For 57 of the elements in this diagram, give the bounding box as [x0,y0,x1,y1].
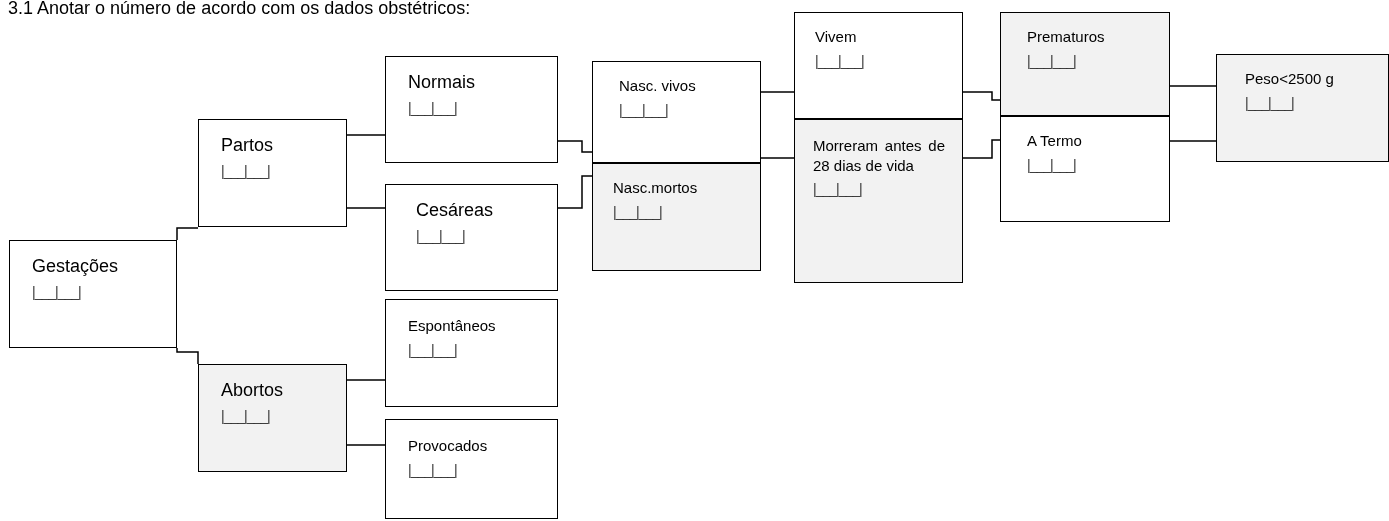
connector-line [346,207,386,209]
heading: 3.1 Anotar o número de acordo com os dados obstétricos: [8,0,471,19]
category-box [592,61,761,163]
fill-in-line: |___|___| [416,228,465,245]
category-box [385,299,558,407]
category-box [198,364,347,472]
connector-line [962,139,1001,159]
fill-in-line: |___|___| [408,341,457,358]
box-label: Gestações [32,255,119,278]
connector-line [760,157,795,159]
box-label: Cesáreas [416,199,494,222]
category-box [1000,116,1170,222]
box-label: Morreram antes de 28 dias de vida [813,136,945,175]
category-box [9,240,177,348]
category-box [385,419,558,519]
fill-in-line: |___|___| [221,163,270,180]
fill-in-line: |___|___| [408,461,457,478]
fill-in-line: |___|___| [408,100,457,117]
connector-line [760,91,795,93]
connector-line [557,175,593,209]
fill-in-line: |___|___| [813,181,862,197]
box-label: A Termo [1027,131,1082,151]
connector-line [346,379,386,381]
connector-line [1169,140,1217,142]
connector-line [962,91,1001,101]
connector-line [557,140,593,153]
box-label: Espontâneos [408,316,496,336]
category-box [794,12,963,119]
connector-line [1169,85,1217,87]
fill-in-line: |___|___| [1027,52,1076,69]
fill-in-line: |___|___| [1027,156,1076,173]
fill-in-line: |___|___| [1245,94,1294,111]
connector-line [346,444,386,446]
category-box [1216,54,1389,162]
category-box [1000,12,1170,116]
category-box [592,163,761,271]
box-label: Nasc. vivos [619,76,696,96]
box-label: Vivem [815,27,857,47]
fill-in-line: |___|___| [221,408,270,425]
fill-in-line: |___|___| [613,203,662,220]
connector-line [176,227,199,241]
fill-in-line: |___|___| [815,52,864,69]
category-box [794,119,963,283]
box-label: Prematuros [1027,27,1105,47]
category-box [385,56,558,163]
fill-in-line: |___|___| [619,101,668,118]
box-label: Normais [408,71,475,94]
connector-line [176,347,199,365]
category-box [198,119,347,227]
box-label: Peso<2500 g [1245,69,1334,89]
connector-line [346,134,386,136]
category-box [385,184,558,291]
fill-in-line: |___|___| [32,284,81,301]
box-label: Abortos [221,379,284,402]
box-label: Provocados [408,436,488,456]
box-label: Partos [221,134,274,157]
box-label: Nasc.mortos [613,178,698,198]
